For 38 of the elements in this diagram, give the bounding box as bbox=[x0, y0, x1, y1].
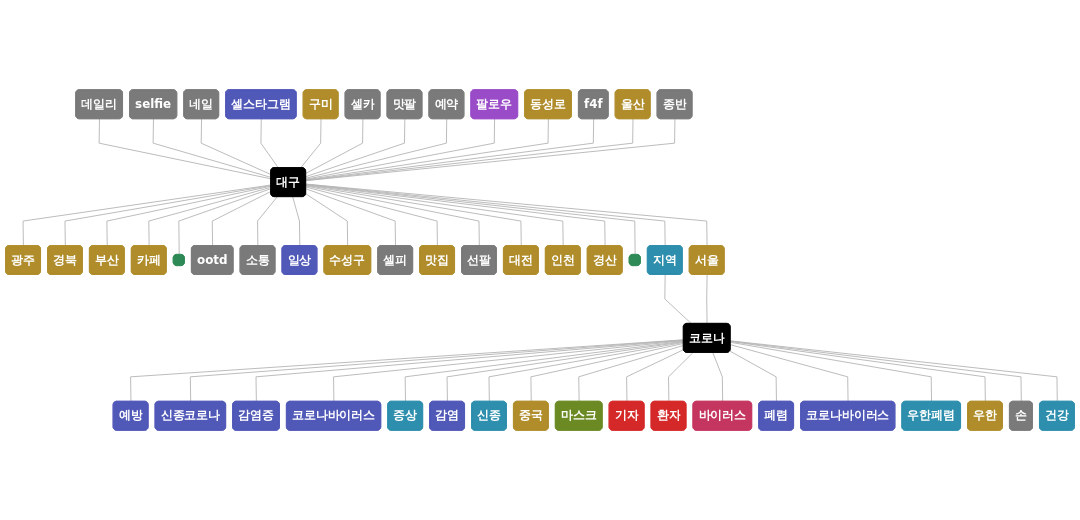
connector bbox=[178, 188, 272, 256]
connector bbox=[446, 341, 685, 403]
connector bbox=[333, 340, 685, 403]
connector bbox=[305, 118, 406, 178]
connector bbox=[730, 344, 849, 403]
connector bbox=[305, 184, 522, 247]
connector bbox=[305, 183, 636, 256]
connector bbox=[706, 274, 708, 325]
connector bbox=[292, 196, 301, 247]
connector bbox=[305, 118, 448, 179]
connector bbox=[211, 190, 272, 247]
connector bbox=[64, 185, 272, 247]
connector bbox=[578, 344, 685, 403]
connector bbox=[305, 186, 438, 247]
connector bbox=[305, 118, 496, 180]
connector bbox=[260, 118, 279, 169]
connector bbox=[22, 184, 272, 247]
connector bbox=[106, 185, 272, 247]
connector bbox=[152, 118, 272, 178]
connector bbox=[257, 196, 278, 247]
connector bbox=[305, 118, 364, 174]
connector bbox=[712, 352, 724, 403]
connector bbox=[626, 349, 685, 403]
connector bbox=[305, 193, 349, 247]
connector bbox=[530, 342, 685, 403]
connector bbox=[729, 350, 777, 403]
connector bbox=[488, 341, 685, 403]
connector bbox=[98, 118, 272, 180]
connector bbox=[668, 352, 694, 403]
connector bbox=[404, 340, 685, 403]
connector bbox=[305, 185, 480, 247]
connector bbox=[305, 118, 549, 181]
connector bbox=[730, 341, 932, 403]
connector bbox=[148, 186, 272, 247]
connector bbox=[664, 274, 692, 325]
connector bbox=[305, 188, 396, 247]
connector bbox=[200, 118, 272, 176]
connector bbox=[300, 118, 322, 169]
